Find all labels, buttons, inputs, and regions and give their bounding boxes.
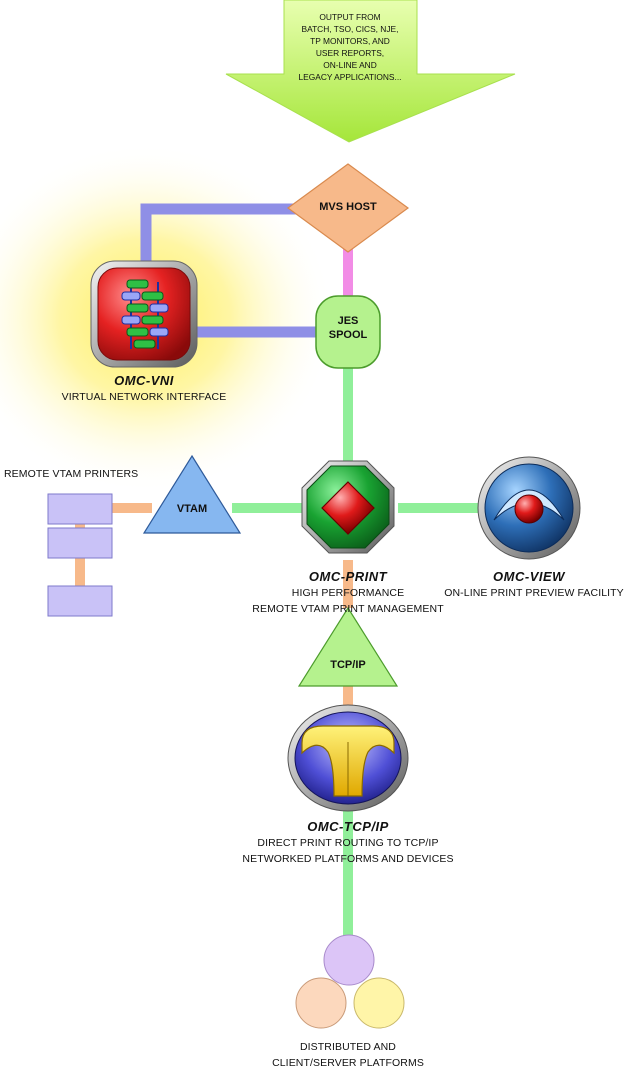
connector-lines [75, 203, 484, 936]
omc-print-icon [301, 460, 395, 554]
input-arrow [225, 0, 516, 143]
tcpip-label: TCP/IP [330, 659, 366, 671]
jes-spool-shape [315, 295, 381, 369]
platform-circle-lilac [323, 934, 375, 986]
input-arrow-line: LEGACY APPLICATIONS... [298, 71, 402, 82]
platforms-line2: CLIENT/SERVER PLATFORMS [272, 1057, 424, 1069]
platform-circle-yellow [353, 977, 405, 1029]
jes-label-line2: SPOOL [328, 329, 368, 342]
connector-mvs-to-vni [140, 203, 303, 268]
jes-label-line1: JES [337, 315, 359, 327]
omc-tcpip-line2: NETWORKED PLATFORMS AND DEVICES [242, 853, 454, 865]
input-arrow-caption: OUTPUT FROM BATCH, TSO, CICS, NJE, TP MO… [270, 12, 430, 84]
input-arrow-line: ON-LINE AND [323, 59, 377, 70]
jes-spool-label: JES SPOOL [316, 314, 380, 343]
omc-print-line1: HIGH PERFORMANCE [291, 587, 405, 599]
printer-box [47, 527, 113, 559]
tcpip-triangle [297, 606, 399, 687]
omc-tcpip-title: OMC-TCP/IP [307, 819, 389, 834]
remote-printers-heading: REMOTE VTAM PRINTERS [4, 468, 139, 480]
input-arrow-line: USER REPORTS, [315, 47, 385, 58]
input-arrow-line: OUTPUT FROM [319, 12, 381, 22]
mvs-host-label: MVS HOST [319, 201, 377, 213]
omc-view-subtitle: ON-LINE PRINT PREVIEW FACILITY [444, 587, 624, 599]
input-arrow-line: BATCH, TSO, CICS, NJE, [301, 23, 399, 34]
platform-circle-peach [295, 977, 347, 1029]
omc-view-icon [477, 456, 581, 560]
omc-print-line2: REMOTE VTAM PRINT MANAGEMENT [252, 603, 444, 615]
vtam-label: VTAM [176, 503, 208, 515]
printer-box [47, 585, 113, 617]
omc-vni-title: OMC-VNI [114, 373, 174, 388]
printer-box [47, 493, 113, 525]
omc-tcpip-line1: DIRECT PRINT ROUTING TO TCP/IP [257, 837, 439, 849]
vtam-triangle [142, 454, 242, 534]
omc-vni-subtitle: VIRTUAL NETWORK INTERFACE [61, 391, 227, 403]
omc-view-title: OMC-VIEW [493, 569, 565, 584]
input-arrow-line: TP MONITORS, AND [310, 35, 390, 46]
omc-vni-icon [90, 260, 198, 368]
omc-print-title: OMC-PRINT [308, 569, 388, 584]
platforms-line1: DISTRIBUTED AND [299, 1041, 396, 1053]
omc-tcpip-icon [287, 704, 409, 812]
mvs-host-diamond [286, 163, 410, 253]
